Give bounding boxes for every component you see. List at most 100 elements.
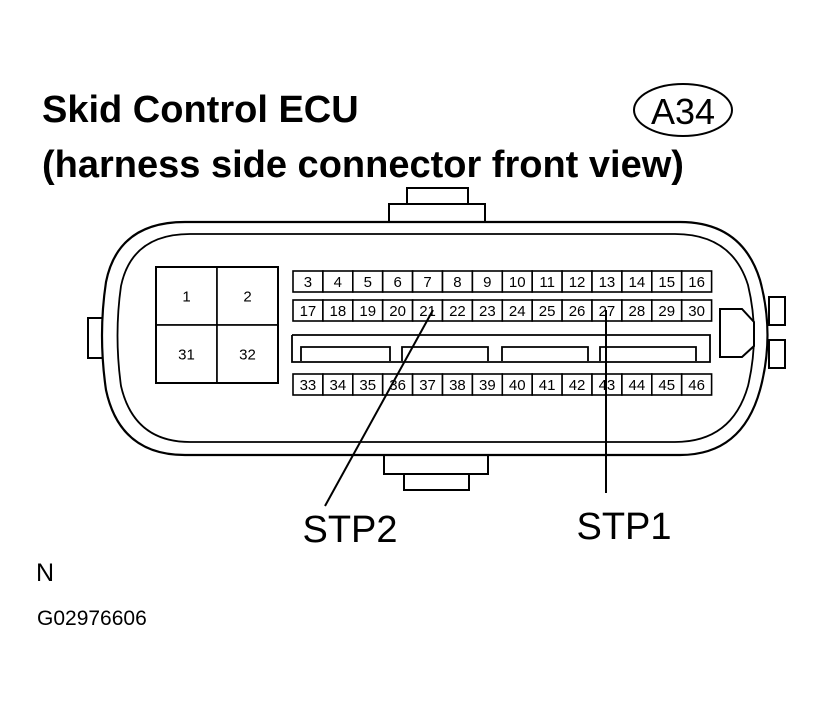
terminal-12: 12 — [561, 270, 593, 293]
terminal-18-label: 18 — [330, 303, 347, 320]
terminal-14-label: 14 — [629, 274, 646, 291]
terminal-4: 4 — [322, 270, 354, 293]
terminal-7: 7 — [411, 270, 444, 293]
terminal-38-label: 38 — [449, 377, 466, 394]
terminal-11: 11 — [531, 270, 563, 293]
terminal-24-label: 24 — [509, 303, 526, 320]
terminal-16: 16 — [680, 270, 713, 293]
terminal-row-lower: 3334353637383940414243444546 — [292, 373, 713, 396]
terminal-46-label: 46 — [688, 377, 705, 394]
bottom-latch — [383, 453, 489, 491]
large-terminal-frame — [155, 266, 279, 384]
terminal-33: 33 — [292, 373, 324, 396]
terminal-39-label: 39 — [479, 377, 496, 394]
terminal-44-label: 44 — [629, 377, 646, 394]
diagram-subtitle: (harness side connector front view) — [42, 144, 684, 186]
terminal-1-label: 1 — [182, 288, 190, 305]
terminal-row-upper: 3 4 5 6 7 8 9 10 11 12 13 14 15 16 — [292, 270, 713, 293]
terminal-35-label: 35 — [359, 377, 376, 394]
terminal-5-label: 5 — [364, 274, 372, 291]
terminal-23-label: 23 — [479, 303, 496, 320]
terminal-2: 2 — [216, 266, 279, 326]
right-lock-tabs — [768, 296, 786, 369]
terminal-25-label: 25 — [539, 303, 556, 320]
terminal-32-label: 32 — [239, 346, 256, 363]
terminal-27: 27 — [591, 299, 623, 322]
terminal-42: 42 — [561, 373, 593, 396]
terminal-46: 46 — [680, 373, 713, 396]
terminal-19-label: 19 — [359, 303, 376, 320]
terminal-31-label: 31 — [178, 346, 195, 363]
terminal-11-label: 11 — [539, 274, 555, 291]
terminal-3: 3 — [292, 270, 324, 293]
terminal-19: 19 — [351, 299, 384, 322]
terminal-29-label: 29 — [658, 303, 675, 320]
terminal-21-label: 21 — [419, 303, 436, 320]
terminal-20: 20 — [381, 299, 414, 322]
terminal-8-label: 8 — [453, 274, 461, 291]
terminal-7-label: 7 — [423, 274, 431, 291]
figure-code: G02976606 — [37, 607, 147, 630]
terminal-9-label: 9 — [483, 274, 491, 291]
right-key — [719, 308, 755, 358]
terminal-13-label: 13 — [599, 274, 616, 291]
stp2-leader-line — [324, 309, 434, 507]
terminal-26: 26 — [561, 299, 593, 322]
terminal-30: 30 — [680, 299, 713, 322]
terminal-32: 32 — [216, 324, 279, 384]
terminal-15: 15 — [650, 270, 683, 293]
terminal-row-middle: 17 18 19 20 21 22 23 24 25 26 27 28 29 30 — [292, 299, 713, 322]
callout-stp1: STP1 — [576, 506, 671, 548]
terminal-3-label: 3 — [304, 274, 312, 291]
terminal-9: 9 — [471, 270, 504, 293]
terminal-40: 40 — [501, 373, 533, 396]
terminal-22: 22 — [441, 299, 474, 322]
top-latch — [388, 187, 486, 225]
terminal-35: 35 — [351, 373, 384, 396]
terminal-39: 39 — [471, 373, 504, 396]
connector-code-badge: A34 — [633, 83, 733, 137]
terminal-17-label: 17 — [300, 303, 317, 320]
terminal-18: 18 — [322, 299, 354, 322]
terminal-4-label: 4 — [334, 274, 342, 291]
terminal-17: 17 — [292, 299, 324, 322]
terminal-15-label: 15 — [658, 274, 675, 291]
connector-code: A34 — [651, 91, 715, 132]
terminal-25: 25 — [531, 299, 563, 322]
large-terminal-block: 1 2 31 32 — [155, 266, 279, 384]
terminal-30-label: 30 — [688, 303, 705, 320]
terminal-16-label: 16 — [688, 274, 705, 291]
terminal-33-label: 33 — [300, 377, 317, 394]
terminal-34: 34 — [322, 373, 354, 396]
terminal-6-label: 6 — [393, 274, 401, 291]
terminal-5: 5 — [351, 270, 384, 293]
terminal-28-label: 28 — [629, 303, 646, 320]
keying-slots — [291, 334, 711, 363]
terminal-22-label: 22 — [449, 303, 466, 320]
terminal-2-label: 2 — [243, 288, 251, 305]
terminal-14: 14 — [621, 270, 653, 293]
direction-mark: N — [36, 559, 55, 587]
terminal-26-label: 26 — [569, 303, 586, 320]
terminal-6: 6 — [381, 270, 414, 293]
terminal-45: 45 — [650, 373, 683, 396]
terminal-41-label: 41 — [539, 377, 556, 394]
terminal-13: 13 — [591, 270, 623, 293]
diagram-title: Skid Control ECU — [42, 89, 359, 131]
terminal-24: 24 — [501, 299, 533, 322]
terminal-23: 23 — [471, 299, 504, 322]
terminal-20-label: 20 — [389, 303, 406, 320]
terminal-37-label: 37 — [419, 377, 436, 394]
terminal-12-label: 12 — [569, 274, 586, 291]
terminal-40-label: 40 — [509, 377, 526, 394]
terminal-10: 10 — [501, 270, 533, 293]
terminal-10-label: 10 — [509, 274, 526, 291]
callout-stp2: STP2 — [302, 509, 397, 551]
terminal-37: 37 — [411, 373, 444, 396]
terminal-41: 41 — [531, 373, 563, 396]
terminal-8: 8 — [441, 270, 474, 293]
terminal-45-label: 45 — [658, 377, 675, 394]
terminal-38: 38 — [441, 373, 474, 396]
terminal-42-label: 42 — [569, 377, 586, 394]
